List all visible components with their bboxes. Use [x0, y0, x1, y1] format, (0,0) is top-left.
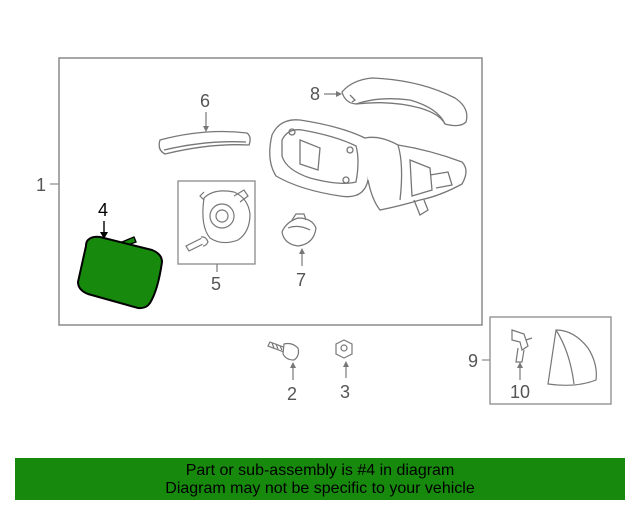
callout-2: 2: [287, 384, 297, 404]
callout-10-arrowhead: [517, 362, 523, 368]
callout-1: 1: [36, 175, 46, 195]
part-info-banner: Part or sub-assembly is #4 in diagram Di…: [15, 458, 625, 500]
bolt-part: [267, 341, 300, 361]
mirror-housing-part: [269, 119, 467, 216]
callout-6-arrowhead: [203, 126, 209, 132]
callout-7: 7: [296, 270, 306, 290]
callout-8: 8: [310, 84, 320, 104]
mirror-motor-part: [185, 189, 251, 252]
spotlight-lens-part: [547, 329, 597, 386]
callout-3: 3: [340, 382, 350, 402]
callout-8-arrowhead: [336, 91, 342, 97]
callout-4-arrowhead: [100, 232, 108, 239]
banner-line-part: Part or sub-assembly is #4 in diagram: [185, 462, 455, 479]
nut-part: [335, 339, 353, 359]
callout-10: 10: [510, 382, 530, 402]
mirror-cap-clip-part: [281, 213, 317, 247]
assembly-frame: [58, 57, 483, 326]
callout-5: 5: [211, 274, 221, 294]
callout-7-arrowhead: [299, 248, 305, 254]
bracket-clip-part: [511, 329, 533, 363]
turn-signal-lamp-part: [158, 130, 251, 155]
banner-line-disclaimer: Diagram may not be specific to your vehi…: [165, 480, 475, 497]
callout-9: 9: [468, 351, 478, 371]
callout-3-arrowhead: [343, 361, 349, 367]
mirror-cover-part: [341, 77, 468, 127]
callout-4: 4: [98, 200, 108, 220]
callout-6: 6: [200, 91, 210, 111]
callout-2-arrowhead: [290, 362, 296, 368]
mirror-glass-part: [76, 235, 164, 310]
